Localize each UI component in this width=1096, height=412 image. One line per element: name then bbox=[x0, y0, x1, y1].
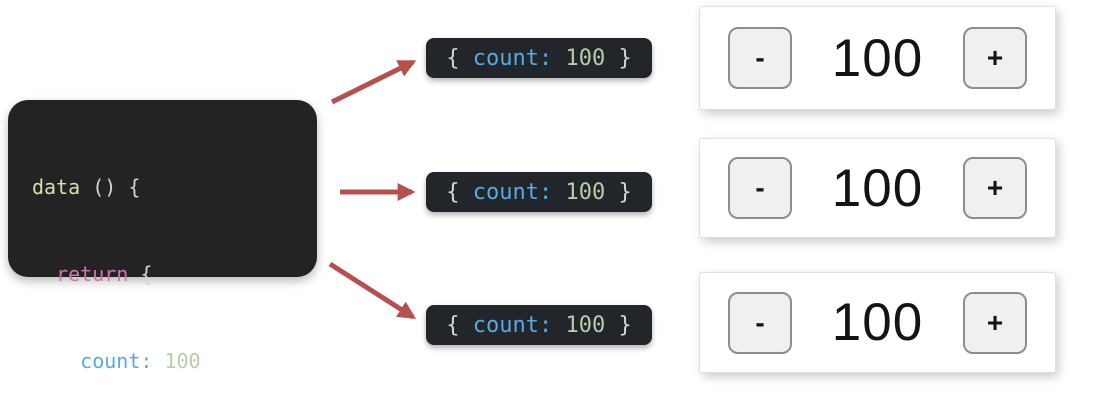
badge-value: 100 bbox=[552, 179, 606, 205]
increment-button[interactable]: + bbox=[963, 157, 1027, 219]
badge-brace-open: { bbox=[446, 45, 473, 71]
badge-property: count: bbox=[472, 179, 553, 205]
counter-value: 100 bbox=[831, 293, 924, 352]
code-token-property: count: bbox=[32, 349, 153, 373]
increment-button[interactable]: + bbox=[963, 291, 1027, 354]
badge-property: count: bbox=[472, 45, 553, 71]
code-block: data () { return { count: 100 } }, bbox=[8, 100, 317, 373]
state-badge-2: { count: 100 } bbox=[426, 172, 652, 212]
code-line: data () { bbox=[32, 173, 307, 202]
code-line: count: 100 bbox=[32, 347, 307, 376]
flow-arrow-bottom bbox=[328, 261, 417, 320]
badge-brace-close: } bbox=[605, 312, 632, 338]
code-token-number: 100 bbox=[152, 349, 201, 373]
code-line: return { bbox=[32, 260, 307, 289]
badge-brace-close: } bbox=[605, 45, 632, 71]
counter-value: 100 bbox=[831, 28, 924, 88]
decrement-button[interactable]: - bbox=[728, 291, 792, 354]
code-token-punctuation: { bbox=[128, 262, 153, 286]
state-badge-1: { count: 100 } bbox=[426, 38, 652, 78]
badge-value: 100 bbox=[552, 45, 606, 71]
code-token-punctuation: () { bbox=[80, 175, 141, 199]
badge-brace-close: } bbox=[605, 179, 632, 205]
counter-panel-3: - 100 + bbox=[699, 272, 1056, 373]
state-badge-3: { count: 100 } bbox=[426, 305, 652, 345]
counter-value: 100 bbox=[831, 158, 924, 218]
badge-property: count: bbox=[472, 312, 553, 338]
decrement-button[interactable]: - bbox=[728, 157, 792, 219]
badge-value: 100 bbox=[552, 312, 606, 338]
flow-arrow-top bbox=[330, 59, 417, 105]
badge-brace-open: { bbox=[446, 179, 473, 205]
counter-panel-2: - 100 + bbox=[699, 138, 1056, 238]
counter-panel-1: - 100 + bbox=[699, 6, 1056, 110]
increment-button[interactable]: + bbox=[963, 27, 1027, 89]
decrement-button[interactable]: - bbox=[728, 27, 792, 89]
badge-brace-open: { bbox=[446, 312, 473, 338]
code-token-function: data bbox=[32, 175, 81, 199]
code-token-keyword: return bbox=[32, 262, 129, 286]
